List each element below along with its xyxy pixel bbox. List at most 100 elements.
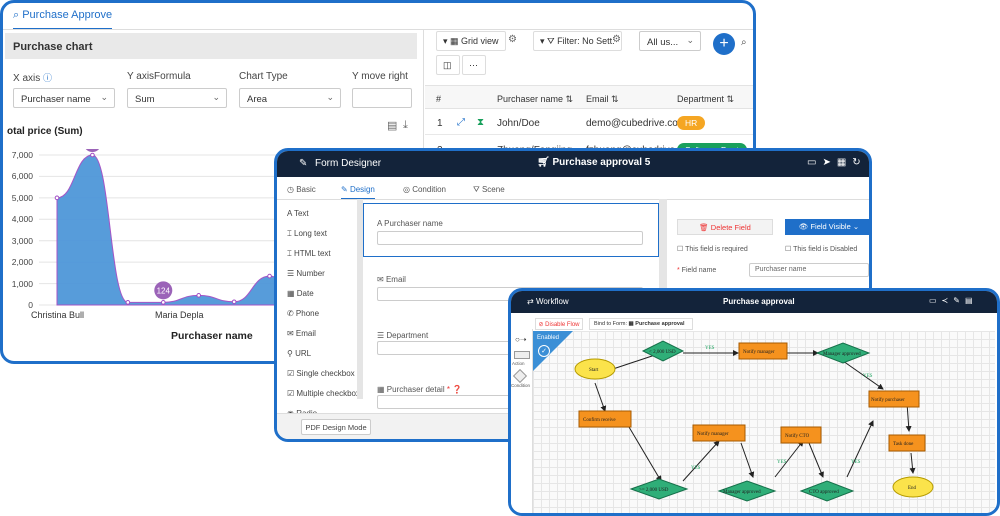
edge-label-yes: YES xyxy=(851,460,861,465)
document-icon[interactable]: ▤ xyxy=(387,120,398,132)
selected-field-frame[interactable] xyxy=(363,203,659,257)
tab-divider xyxy=(277,199,869,200)
node-label: Task done xyxy=(893,442,914,447)
email-icon: ✉ xyxy=(377,275,386,284)
x-axis-label: X axis ⓘ xyxy=(13,73,53,84)
purchaser-name-input[interactable] xyxy=(377,231,643,245)
action-node xyxy=(738,342,788,360)
y-tick-label: 5,000 xyxy=(11,192,33,203)
field-type-item[interactable]: ✉ Email xyxy=(287,329,316,338)
chart-type-select[interactable]: Area⌄ xyxy=(239,88,341,108)
disable-flow-button[interactable]: ⊘ Disable Flow xyxy=(535,318,583,330)
data-point xyxy=(125,300,131,305)
chart-title: otal price (Sum) xyxy=(7,126,83,137)
chart-icon[interactable]: ◫ xyxy=(436,55,460,75)
edge-label-yes: YES xyxy=(691,466,701,471)
field-type-item[interactable]: ⌶ Long text xyxy=(287,229,327,238)
connector-icon[interactable]: ○➝ xyxy=(515,335,527,344)
edge-label-yes: YES xyxy=(863,374,873,379)
add-button[interactable]: + xyxy=(713,33,735,55)
download-icon[interactable]: ⤓ xyxy=(403,119,408,131)
col-purchaser-name[interactable]: Purchaser name ⇅ xyxy=(497,94,574,104)
grid-view-button[interactable]: ▾ ▦ Grid view xyxy=(436,31,506,51)
value-marker xyxy=(85,149,100,152)
condition-node xyxy=(799,480,855,502)
y-tick-label: 6,000 xyxy=(11,171,33,182)
nodes: Start < 2,000 USD Notify manager Manager… xyxy=(574,340,934,502)
flow-icon: ⇄ xyxy=(527,297,536,306)
y-tick-label: 0 xyxy=(28,300,33,310)
tab-design[interactable]: ✎ Design xyxy=(341,185,375,200)
condition-node xyxy=(641,340,685,362)
field-type-item[interactable]: A Text xyxy=(287,209,309,218)
action-shape[interactable] xyxy=(514,351,530,359)
user-filter-select[interactable]: All us...⌄ xyxy=(639,31,701,51)
x-tick-label: Maria Depla xyxy=(155,310,204,320)
chevron-down-icon: ⌄ xyxy=(212,92,220,102)
table-row[interactable] xyxy=(425,111,753,135)
tab-condition[interactable]: ◎ Condition xyxy=(403,185,447,194)
y-axis-select[interactable]: Sum⌄ xyxy=(127,88,227,108)
filter-icon: ▾ ⛛ xyxy=(540,36,558,46)
header-action-icons[interactable]: ▭≺✎▤ xyxy=(929,296,978,305)
field-type-item[interactable]: ☑ Multiple checkbox xyxy=(287,389,360,398)
action-node xyxy=(780,426,822,444)
value-marker xyxy=(154,281,173,300)
node-label: Start xyxy=(589,368,599,373)
col-email[interactable]: Email ⇅ xyxy=(586,94,619,104)
node-label: Notify manager xyxy=(743,350,775,355)
workflow-header: ⇄ Workflow Purchase approval ▭≺✎▤ xyxy=(511,291,997,313)
field-name-input[interactable]: Purchaser name xyxy=(749,263,869,277)
field-type-item[interactable]: ☑ Single checkbox xyxy=(287,369,355,378)
field-label: ▦ Purchaser detail * ❓ xyxy=(377,385,463,394)
gear-icon[interactable]: ⚙ xyxy=(612,34,621,45)
tab-purchase-approve[interactable]: ⌕ Purchase Approve xyxy=(13,9,113,30)
filter-button[interactable]: ▾ ⛛ Filter: No Sett. xyxy=(533,31,622,51)
x-axis-title: Purchaser name xyxy=(171,330,253,342)
field-name-label: * Field name xyxy=(677,267,717,274)
info-icon: ⓘ xyxy=(43,73,53,83)
chart-panel-header: Purchase chart xyxy=(5,33,417,59)
toolbox: ○➝ Action Condition xyxy=(511,329,533,513)
form-designer-header: ✎ Form Designer 🛒︎ Purchase approval 5 ▭… xyxy=(277,151,869,177)
header-action-icons[interactable]: ▭➤▦↻ xyxy=(807,157,867,168)
y-move-right-input[interactable] xyxy=(352,88,412,108)
field-visible-button[interactable]: 👁︎ Field Visible ⌄ xyxy=(785,219,869,235)
x-axis-select[interactable]: Purchaser name⌄ xyxy=(13,88,115,108)
search-icon[interactable]: ⌕ xyxy=(741,37,747,48)
tag-icon: ⌕ xyxy=(13,9,23,21)
tab-basic[interactable]: ◷ Basic xyxy=(287,185,316,194)
col-department[interactable]: Department ⇅ xyxy=(677,94,735,104)
field-type-item[interactable]: ✆ Phone xyxy=(287,309,320,318)
node-label: < 2,000 USD xyxy=(649,350,676,355)
data-point xyxy=(196,293,202,298)
caret-down-icon: ▾ ▦ xyxy=(443,36,462,46)
data-point xyxy=(267,273,272,279)
expand-icon[interactable]: ⤢ xyxy=(457,117,465,128)
edge-label-yes: YES xyxy=(777,460,787,465)
start-node xyxy=(574,358,616,380)
field-type-item[interactable]: ⚲ URL xyxy=(287,349,312,358)
tab-scene[interactable]: ⛛ Scene xyxy=(473,185,505,194)
gear-icon[interactable]: ⚙ xyxy=(508,34,517,45)
node-label: Manager approved xyxy=(723,490,761,495)
workflow-center-title: Purchase approval xyxy=(723,297,795,306)
node-label: Notify manager xyxy=(697,432,729,437)
field-type-item[interactable]: ☰ Number xyxy=(287,269,325,278)
value-marker-label: 124 xyxy=(157,286,171,295)
more-icon[interactable]: ⋯ xyxy=(462,55,486,75)
condition-node xyxy=(629,478,689,500)
scrollbar[interactable] xyxy=(357,199,363,399)
edge-label-yes: YES xyxy=(705,346,715,351)
field-type-item[interactable]: ▦ Date xyxy=(287,289,314,298)
cart-icon: 🛒︎ xyxy=(537,157,553,168)
disabled-checkbox[interactable]: ☐ This field is Disabled xyxy=(785,246,858,253)
delete-field-button[interactable]: 🗑︎ Delete Field xyxy=(677,219,773,235)
field-type-item[interactable]: ⌶ HTML text xyxy=(287,249,331,258)
pdf-design-mode-button[interactable]: PDF Design Mode xyxy=(301,419,371,435)
required-checkbox[interactable]: ☐ This field is required xyxy=(677,246,748,253)
workflow-diagram: YES YES YES YES YES Start < 2,000 USD No… xyxy=(574,340,934,502)
condition-shape[interactable] xyxy=(512,368,528,384)
workflow-title: ⇄ Workflow xyxy=(527,297,569,306)
bind-to-form[interactable]: Bind to Form: ▦ Purchase approval xyxy=(589,318,693,330)
